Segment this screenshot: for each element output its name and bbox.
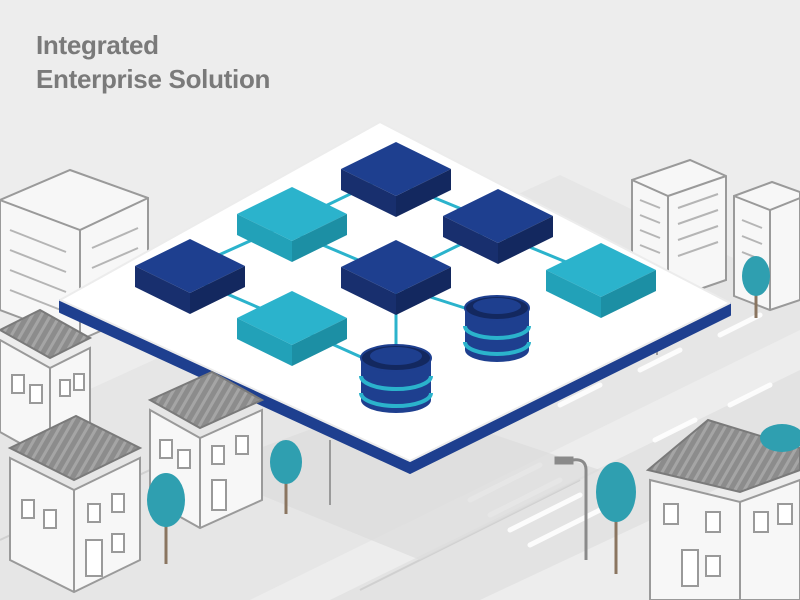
house-icon [645,418,800,600]
node-block-right [546,243,656,318]
tree-icon [147,473,185,564]
database-icon [359,344,433,413]
node-block-top [341,142,451,217]
node-block-left [135,239,245,314]
streetlight-icon [554,456,588,560]
node-block-upper-right [443,189,553,264]
house-icon [7,414,143,594]
title-line-2: Enterprise Solution [36,64,271,94]
node-block-lower-left [237,291,347,366]
page-title: Integrated Enterprise Solution [36,28,270,96]
tree-icon [742,256,770,318]
tree-icon [596,462,636,574]
tree-icon [270,440,302,514]
building-icon [733,180,800,312]
tree-icon [760,424,800,452]
node-block-center [341,240,451,315]
platform-shadow [200,400,600,560]
title-line-1: Integrated [36,30,159,60]
database-icon [463,295,531,362]
node-block-upper-left [237,187,347,262]
